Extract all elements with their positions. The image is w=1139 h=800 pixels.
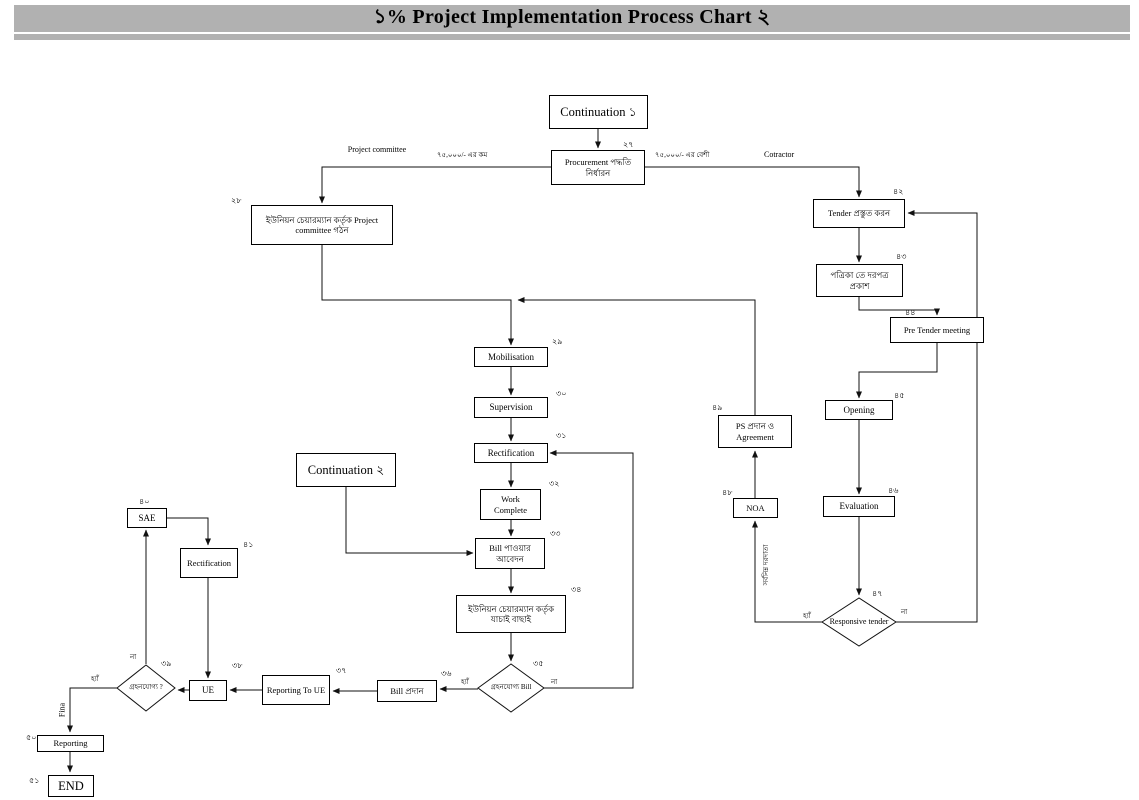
- node-ps-agreement: PS প্রদান ও Agreement: [718, 415, 792, 448]
- edge-label-bill-no: না: [551, 678, 558, 686]
- step-number-31: ৩১: [556, 431, 567, 440]
- connector: [321, 245, 514, 346]
- edge-label-responsive-no: না: [901, 608, 908, 616]
- node-reporting-to-ue: Reporting To UE: [262, 675, 330, 705]
- step-number-40: ৪০: [139, 497, 150, 506]
- step-number-38: ৩৮: [232, 661, 243, 670]
- node-chairman-verification: ইউনিয়ন চেয়ারম্যান কর্তৃক যাচাই বাছাই: [456, 595, 566, 633]
- node-bill-application: Bill পাওয়ার আবেদন: [475, 538, 545, 569]
- edge-label-acceptable-yes: হ্যাঁ: [91, 675, 99, 683]
- step-number-47: ৪৭: [872, 589, 883, 598]
- node-pre-tender-meeting: Pre Tender meeting: [890, 317, 984, 343]
- step-number-48: ৪৮: [722, 488, 733, 497]
- connector: [67, 687, 117, 733]
- node-rectification-2: Rectification: [180, 548, 238, 578]
- acceptable-diamond-label: গ্রহনযোগ্য ?: [129, 683, 163, 692]
- node-procurement-method: Procurement পদ্ধতি নির্ধারন: [551, 150, 645, 185]
- node-rectification: Rectification: [474, 443, 548, 463]
- step-number-39: ৩৯: [161, 659, 172, 668]
- step-number-43: ৪৩: [896, 252, 907, 261]
- node-sae: SAE: [127, 508, 167, 528]
- edge-label-lowest-bidder: সর্বনিম্ন দরদাতা: [762, 544, 770, 586]
- node-continuation-1: Continuation ১: [549, 95, 648, 129]
- step-number-41: ৪১: [243, 540, 254, 549]
- step-number-51: ৫১: [29, 776, 40, 785]
- node-evaluation: Evaluation: [823, 496, 895, 517]
- step-number-42: ৪২: [893, 187, 904, 196]
- connector: [319, 166, 551, 204]
- node-mobilisation: Mobilisation: [474, 347, 548, 367]
- edge-label-acceptable-no: না: [130, 653, 137, 661]
- node-tender-preparation: Tender প্রস্তুত করন: [813, 199, 905, 228]
- node-newspaper-publication: পত্রিকা তে দরপত্র প্রকাশ: [816, 264, 903, 297]
- step-number-28: ২৮: [231, 196, 242, 205]
- step-number-36: ৩৬: [441, 669, 452, 678]
- node-project-committee-formation: ইউনিয়ন চেয়ারম্যান কর্তৃক Project commi…: [251, 205, 393, 245]
- page-title: ১% Project Implementation Process Chart …: [373, 6, 771, 28]
- connector: [544, 450, 634, 689]
- connector: [858, 297, 940, 316]
- responsive-tender-diamond-label: Responsive tender: [829, 616, 889, 626]
- acceptable-bill-diamond-label: গ্রহনযোগ্য Bill: [490, 683, 532, 692]
- connector: [167, 517, 211, 546]
- connector: [752, 520, 822, 623]
- connector: [517, 297, 756, 415]
- step-number-35: ৩৫: [533, 659, 544, 668]
- connector: [345, 487, 474, 556]
- node-ue: UE: [189, 680, 227, 701]
- node-bill-payment: Bill প্রদান: [377, 680, 437, 702]
- step-number-44: ৪৪: [905, 308, 916, 317]
- node-opening: Opening: [825, 400, 893, 420]
- step-number-50: ৫০: [26, 733, 37, 742]
- connector: [645, 166, 862, 198]
- step-number-49: ৪৯: [712, 403, 723, 412]
- step-number-45: ৪৫: [894, 391, 905, 400]
- title-bar: ১% Project Implementation Process Chart …: [14, 5, 1130, 32]
- node-continuation-2: Continuation ২: [296, 453, 396, 487]
- step-number-32: ৩২: [549, 479, 560, 488]
- step-number-37: ৩৭: [336, 666, 347, 675]
- edge-label-contractor: Cotractor: [764, 150, 795, 159]
- title-bar-underline: [14, 34, 1130, 40]
- edge-label-project-committee: Project committee: [347, 145, 407, 154]
- step-number-33: ৩৩: [550, 529, 561, 538]
- step-number-34: ৩৪: [571, 585, 582, 594]
- step-number-30: ৩০: [556, 389, 567, 398]
- node-noa: NOA: [733, 498, 778, 518]
- node-reporting-final: Reporting: [37, 735, 104, 752]
- edge-label-bill-yes: হ্যাঁ: [461, 678, 469, 686]
- node-end: END: [48, 775, 94, 797]
- edge-label-final: Fina: [57, 702, 67, 718]
- acceptable-diamond: [116, 664, 176, 712]
- edge-label-amount-less: ৭৫,০০০/- এর কম: [437, 151, 488, 159]
- step-number-29: ২৯: [552, 337, 563, 346]
- connector: [856, 343, 938, 399]
- edge-label-responsive-yes: হ্যাঁ: [803, 612, 811, 620]
- step-number-46: ৪৬: [888, 486, 899, 495]
- edge-label-amount-more: ৭৫,০০০/- এর বেশী: [655, 151, 710, 159]
- step-number-27: ২৭: [623, 140, 634, 149]
- node-work-complete: Work Complete: [480, 489, 541, 520]
- connector: [896, 210, 978, 623]
- node-supervision: Supervision: [474, 397, 548, 418]
